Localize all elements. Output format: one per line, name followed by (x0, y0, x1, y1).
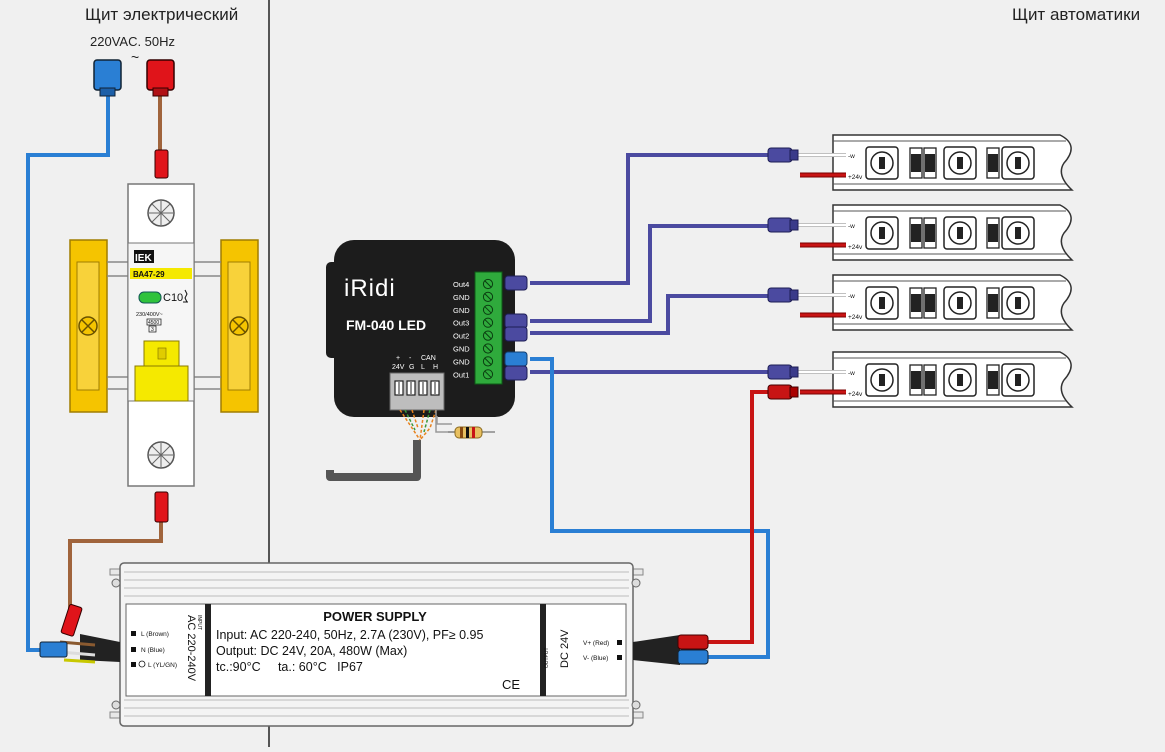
psu-title: POWER SUPPLY (323, 609, 427, 624)
led-controller: iRidi FM-040 LED Out4GNDGNDOut3Out2GNDGN… (326, 240, 528, 417)
led-strips: -w +24v -w +24v -w +24v -w +24v (767, 134, 1074, 408)
psu-input-small: INPUT (196, 615, 202, 630)
mains-label: 220VAC. 50Hz (90, 34, 175, 49)
strip-w-label: -w (848, 293, 855, 300)
label-plus: + (396, 355, 400, 362)
controller-brand: iRidi (344, 275, 396, 302)
psu-terminal-l: L (Brown) (141, 631, 169, 638)
breaker-brand: IEK (135, 253, 152, 264)
label-l: L (421, 364, 425, 371)
controller-model: FM-040 LED (346, 317, 426, 333)
label-24v: 24V (392, 364, 405, 371)
psu-input-spec: Input: AC 220-240, 50Hz, 2.7A (230V), PF… (216, 628, 483, 642)
psu-terminal-n: N (Blue) (141, 647, 165, 654)
wire-out3 (530, 224, 770, 323)
strip-w-label: -w (848, 370, 855, 377)
psu-terminal-pe: L (YL/GN) (148, 662, 177, 669)
psu-output-side: DC 24V (559, 629, 571, 668)
led-strip: -w +24v (767, 134, 1074, 191)
breaker-voltage: 230/400V~ (136, 312, 163, 318)
label-h: H (433, 364, 438, 371)
neutral-wire (26, 92, 110, 652)
output-label: Out1 (453, 370, 469, 379)
strip-w-label: -w (848, 223, 855, 230)
left-panel-title: Щит электрический (85, 5, 238, 24)
power-supply: POWER SUPPLY Input: AC 220-240, 50Hz, 2.… (109, 562, 644, 727)
strip-v-label: +24v (848, 314, 863, 321)
breaker-rating: C10 (163, 292, 183, 304)
output-label: Out3 (453, 319, 469, 328)
label-can: CAN (421, 355, 436, 362)
label-minus: - (409, 355, 412, 362)
breaker-code-a: 4500 (148, 320, 159, 326)
circuit-breaker: IEK ВА47-29 C10 230/400V~ 4500 3 (69, 149, 259, 523)
psu-input-side: AC 220-240V (185, 615, 197, 682)
line-wire-bottom (68, 520, 163, 610)
psu-terminal-vminus: V- (Blue) (583, 655, 608, 662)
led-strip: -w +24v (767, 351, 1074, 408)
output-label: Out4 (453, 280, 469, 289)
breaker-code-b: 3 (151, 327, 154, 333)
led-strip: -w +24v (767, 204, 1074, 261)
strip-v-label: +24v (848, 174, 863, 181)
termination-resistor (448, 426, 495, 439)
mains-symbol: ~ (131, 49, 139, 65)
output-label: GND (453, 357, 470, 366)
terminal-screws (482, 278, 494, 380)
status-indicator (138, 291, 162, 304)
mains-plug-blue (93, 59, 122, 97)
mains-plug-red (146, 59, 175, 97)
psu-terminal-vplus: V+ (Red) (583, 640, 609, 647)
psu-ce-mark: CE (502, 677, 520, 692)
psu-line-ferrule (60, 604, 83, 637)
psu-output-spec: Output: DC 24V, 20A, 480W (Max) (216, 644, 407, 658)
psu-temps: tc.:90°C ta.: 60°C IP67 (216, 660, 363, 674)
right-panel-title: Щит автоматики (1012, 5, 1140, 24)
breaker-model: ВА47-29 (133, 270, 165, 279)
wire-gnd (530, 357, 770, 659)
psu-output-small: OUTPUT (544, 647, 550, 668)
wire-plus24 (700, 390, 770, 644)
strip-w-label: -w (848, 153, 855, 160)
controller-body (334, 240, 515, 417)
psu-vplus-ferrule (677, 634, 709, 650)
psu-neutral-ferrule (39, 641, 68, 658)
strip-v-label: +24v (848, 244, 863, 251)
output-label: GND (453, 293, 470, 302)
led-strip: -w +24v (767, 274, 1074, 331)
strip-v-label: +24v (848, 391, 863, 398)
output-label: GND (453, 306, 470, 315)
ground-icon (138, 660, 146, 668)
output-label: GND (453, 345, 470, 354)
bus-cable (326, 440, 421, 481)
wire-out4 (530, 153, 770, 285)
label-gnd: G (409, 364, 414, 371)
psu-fins (111, 571, 641, 717)
psu-vminus-ferrule (677, 649, 709, 665)
output-label: Out2 (453, 332, 469, 341)
strip-power-connector (767, 384, 793, 400)
wire-out2 (530, 294, 770, 335)
